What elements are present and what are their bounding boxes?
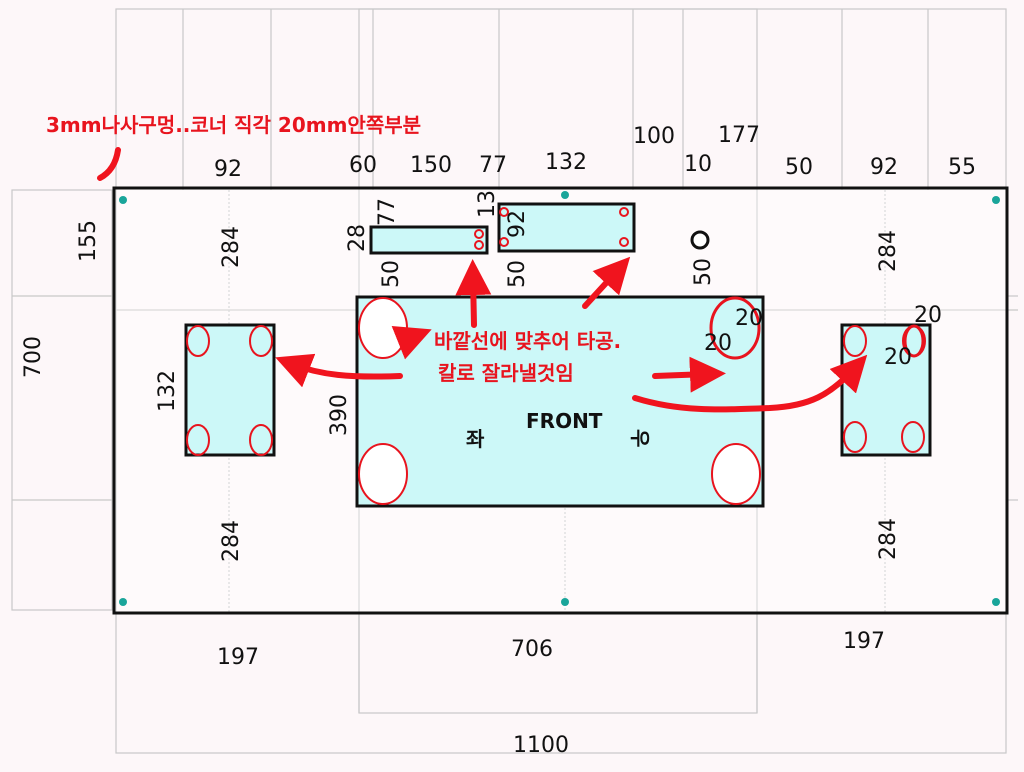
dim-top-177: 177	[718, 123, 760, 148]
dim-left-284-bottom: 284	[219, 520, 244, 562]
dim-slot-77: 77	[375, 198, 400, 226]
top-slot-left	[369, 225, 489, 255]
dim-top-92-left: 92	[214, 157, 242, 182]
dim-top-77: 77	[479, 153, 507, 178]
right-label: 우	[628, 429, 652, 447]
dim-slot-92: 92	[505, 210, 530, 238]
bottom-dimensions: 197 706 197 1100	[217, 629, 885, 758]
dim-gap-50-right: 50	[691, 258, 716, 286]
dim-hole-20-a: 20	[735, 306, 763, 331]
screw-holes	[119, 191, 1000, 606]
dim-bottom-1100: 1100	[513, 733, 569, 758]
left-label: 좌	[466, 427, 485, 451]
dim-slot-28: 28	[345, 224, 370, 252]
dim-left-284-top: 284	[219, 226, 244, 268]
dim-top-92-right: 92	[870, 155, 898, 180]
red-arrows	[97, 147, 868, 413]
dim-slot-13: 13	[475, 190, 500, 218]
left-dimensions: 155 700 284 132 284 390	[21, 220, 352, 562]
dim-top-10: 10	[684, 152, 712, 177]
dim-center-390: 390	[327, 394, 352, 436]
dim-right-20-a: 20	[914, 303, 942, 328]
dim-top-100: 100	[633, 124, 675, 149]
slot-dimensions: 28 77 13 92 50 50 50 20 20	[345, 190, 763, 356]
dim-top-132: 132	[545, 150, 587, 175]
top-dimensions: 92 60 150 77 132 100 10 177 50 92 55	[214, 123, 976, 182]
dim-bottom-706: 706	[511, 637, 553, 662]
dim-top-60: 60	[349, 153, 377, 178]
front-label: FRONT	[526, 409, 603, 433]
dim-top-50: 50	[785, 155, 813, 180]
left-cutout	[184, 323, 276, 457]
right-dimensions: 284 20 20 284	[876, 230, 942, 560]
dim-hole-20-b: 20	[704, 331, 732, 356]
top-slot-right	[497, 202, 636, 253]
dim-bottom-197-left: 197	[217, 645, 259, 670]
right-small-hole	[903, 324, 925, 358]
round-hole	[690, 230, 710, 250]
dim-left-155: 155	[76, 220, 101, 262]
top-note: 3mm나사구멍..코너 직각 20mm안쪽부분	[46, 113, 421, 137]
dim-gap-50-left: 50	[379, 260, 404, 288]
dim-right-284-top: 284	[876, 230, 901, 272]
dim-top-150: 150	[410, 153, 452, 178]
center-note-line2: 칼로 잘라낼것임	[438, 361, 574, 385]
right-cutout	[840, 323, 932, 457]
dim-left-700: 700	[21, 336, 46, 378]
center-note-line1: 바깥선에 맞추어 타공.	[434, 329, 621, 353]
dim-left-132: 132	[155, 370, 180, 412]
dim-top-55: 55	[948, 155, 976, 180]
dim-right-284-bottom: 284	[876, 518, 901, 560]
dim-right-20-b: 20	[884, 345, 912, 370]
dim-bottom-197-right: 197	[843, 629, 885, 654]
dim-gap-50-mid: 50	[505, 260, 530, 288]
